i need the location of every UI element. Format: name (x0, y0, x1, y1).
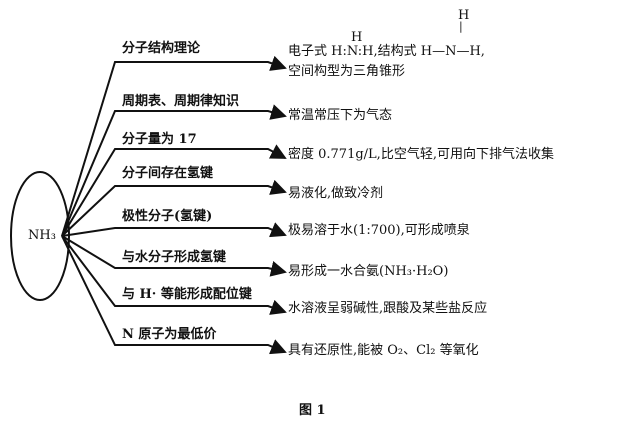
result-7: 水溶液呈弱碱性,跟酸及某些盐反应 (288, 301, 488, 316)
center-label: NH₃ (28, 228, 56, 243)
struct-bond-vertical: | (459, 20, 463, 33)
result-1-lewis: :N: (342, 44, 363, 59)
struct-top-h: H (458, 8, 470, 23)
result-1-suffix: H,结构式 H—N—H, (362, 44, 485, 59)
center-ellipse (10, 171, 70, 301)
result-2: 常温常压下为气态 (288, 108, 393, 123)
property-label-3: 分子量为 17 (122, 132, 197, 147)
property-label-8: N 原子为最低价 (122, 327, 217, 342)
branch-connector (61, 144, 287, 237)
branch-connector (61, 55, 287, 237)
result-8: 具有还原性,能被 O₂、Cl₂ 等氧化 (288, 343, 479, 358)
property-label-2: 周期表、周期律知识 (122, 94, 240, 109)
property-label-7: 与 H· 等能形成配位键 (122, 287, 252, 302)
result-3: 密度 0.771g/L,比空气轻,可用向下排气法收集 (288, 147, 554, 162)
result-6: 易形成一水合氨(NH₃·H₂O) (288, 264, 449, 279)
branch-connector (61, 222, 287, 238)
lewis-top-h: H (351, 30, 363, 45)
result-5: 极易溶于水(1:700),可形成喷泉 (288, 223, 470, 238)
result-1-line1: 电子式 H:N:H,结构式 H—N—H, (288, 44, 485, 60)
result-1-prefix: 电子式 H (288, 44, 343, 59)
result-4: 易液化,做致冷剂 (288, 186, 384, 201)
branch-connector (61, 104, 287, 237)
figure-caption: 图 1 (299, 403, 326, 418)
property-label-4: 分子间存在氢键 (122, 166, 214, 181)
property-label-6: 与水分子形成氢键 (122, 250, 227, 265)
property-label-1: 分子结构理论 (122, 41, 201, 56)
result-1-line2: 空间构型为三角锥形 (288, 64, 406, 79)
branch-connector (61, 179, 287, 237)
branch-connector (61, 235, 287, 277)
branch-connector (61, 235, 287, 315)
branch-connector (61, 235, 287, 355)
property-label-5: 极性分子(氢键) (122, 209, 213, 224)
